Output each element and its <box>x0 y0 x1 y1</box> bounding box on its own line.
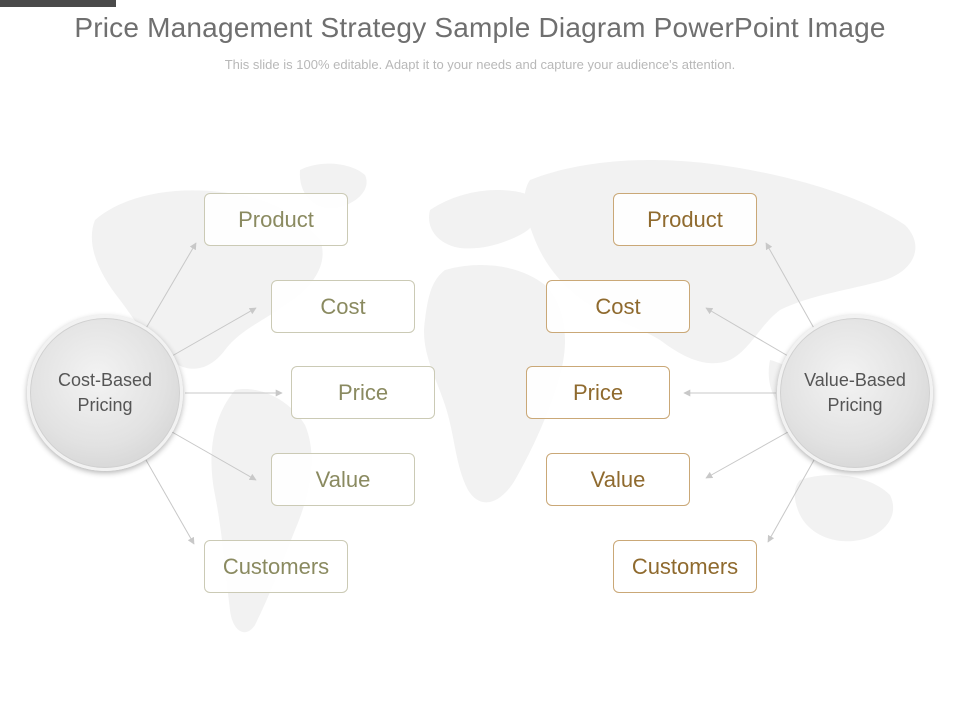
left-item-price: Price <box>291 366 435 419</box>
arrow-right-cost <box>705 307 789 357</box>
arrow-left-product <box>144 242 197 331</box>
left-item-product: Product <box>204 193 348 246</box>
arrow-right-value <box>705 431 789 479</box>
left-item-cost: Cost <box>271 280 415 333</box>
arrow-left-customers <box>145 459 195 545</box>
arrow-left-value <box>171 431 257 481</box>
arrow-left-cost <box>171 307 257 357</box>
right-item-product: Product <box>613 193 757 246</box>
top-accent-bar <box>0 0 116 7</box>
value-based-pricing-hub: Value-Based Pricing <box>777 315 933 471</box>
arrow-right-product <box>765 242 816 331</box>
left-item-customers: Customers <box>204 540 348 593</box>
slide-title: Price Management Strategy Sample Diagram… <box>74 12 886 43</box>
slide-subtitle: This slide is 100% editable. Adapt it to… <box>224 57 736 72</box>
right-item-price: Price <box>526 366 670 419</box>
cost-based-pricing-hub: Cost-Based Pricing <box>27 315 183 471</box>
arrow-right-customers <box>767 459 815 543</box>
left-item-value: Value <box>271 453 415 506</box>
right-item-cost: Cost <box>546 280 690 333</box>
right-item-value: Value <box>546 453 690 506</box>
right-item-customers: Customers <box>613 540 757 593</box>
